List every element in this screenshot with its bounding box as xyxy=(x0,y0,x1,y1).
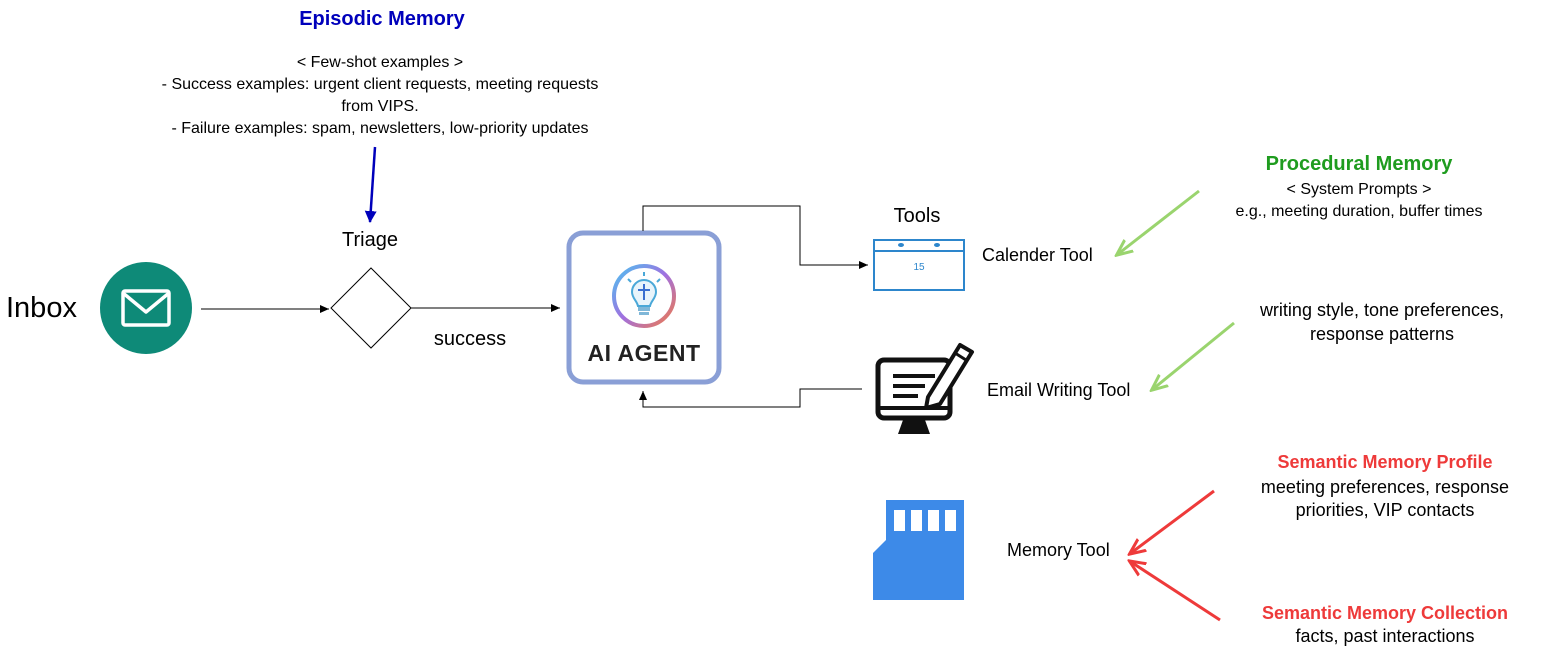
desktop-pen-icon xyxy=(875,343,974,434)
procedural-line: e.g., meeting duration, buffer times xyxy=(1235,203,1483,220)
memory-tool-label: Memory Tool xyxy=(1007,540,1110,560)
ai-agent-label: AI AGENT xyxy=(587,340,701,366)
writing-line: writing style, tone preferences, xyxy=(1259,300,1505,320)
envelope-icon xyxy=(121,289,171,327)
episodic-line: - Failure examples: spam, newsletters, l… xyxy=(171,120,589,137)
email-writing-tool-label: Email Writing Tool xyxy=(987,380,1131,400)
procedural-line: < System Prompts > xyxy=(1286,181,1432,198)
inbox-label: Inbox xyxy=(6,292,77,324)
memory-card-icon xyxy=(873,500,964,600)
procedural-memory-body: < System Prompts > e.g., meeting duratio… xyxy=(1199,179,1519,223)
tools-heading: Tools xyxy=(893,205,941,227)
episodic-line: < Few-shot examples > xyxy=(296,54,464,71)
semantic-profile-line: priorities, VIP contacts xyxy=(1295,500,1475,520)
writing-preferences-note: writing style, tone preferences, respons… xyxy=(1232,298,1532,346)
semantic-profile-title: Semantic Memory Profile xyxy=(1277,452,1493,472)
success-label: success xyxy=(433,328,507,350)
episodic-line: - Success examples: urgent client reques… xyxy=(161,76,599,93)
triage-label: Triage xyxy=(342,229,398,251)
semantic-profile-arrow xyxy=(1131,489,1215,553)
procedural-memory-title: Procedural Memory xyxy=(1265,153,1453,175)
episodic-memory-title: Episodic Memory xyxy=(299,8,465,30)
episodic-arrow xyxy=(364,146,377,223)
writing-arrow xyxy=(1153,321,1235,389)
calendar-day: 15 xyxy=(913,262,925,273)
episodic-memory-body: < Few-shot examples > - Success examples… xyxy=(120,52,640,140)
triage-diamond xyxy=(330,267,412,349)
semantic-collection-body: facts, past interactions xyxy=(1295,626,1475,646)
ai-agent-box xyxy=(566,230,722,385)
agent-to-calendar-arrow xyxy=(642,205,868,269)
semantic-collection-arrow xyxy=(1131,562,1221,622)
brain-bulb-icon xyxy=(612,264,676,328)
writing-line: response patterns xyxy=(1309,324,1455,344)
semantic-profile-body: meeting preferences, response priorities… xyxy=(1230,476,1540,522)
semantic-profile-line: meeting preferences, response xyxy=(1260,477,1510,497)
calendar-tool-label: Calender Tool xyxy=(982,245,1093,265)
episodic-line: from VIPS. xyxy=(341,98,419,115)
procedural-arrow xyxy=(1118,189,1200,254)
email-to-agent-arrow xyxy=(639,388,862,408)
calendar-icon xyxy=(873,239,965,291)
semantic-collection-title: Semantic Memory Collection xyxy=(1261,603,1509,623)
inbox-icon xyxy=(100,262,192,354)
